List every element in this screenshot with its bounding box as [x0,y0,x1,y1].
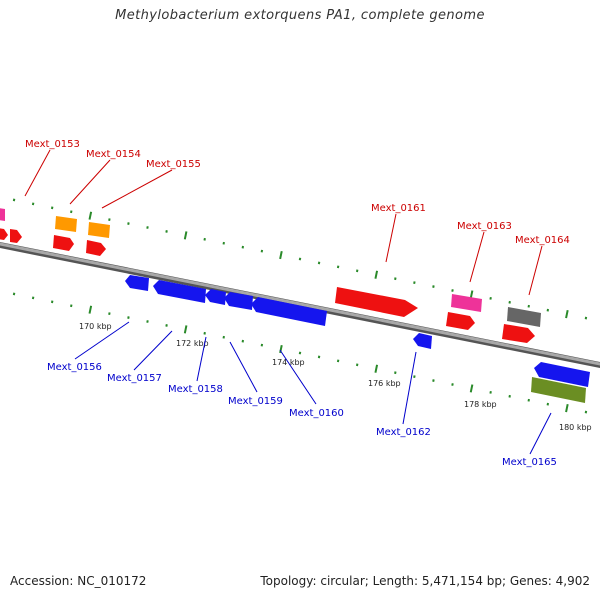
forward-gene-labels: Mext_0153 Mext_0154 Mext_0155 Mext_0161 … [24,139,570,296]
gene-feature-magenta[interactable] [0,208,5,221]
gene-feature-blue[interactable] [413,333,432,349]
gene-label-mext-0160[interactable]: Mext_0160 [289,408,344,419]
gene-feature-blue[interactable] [534,362,590,387]
track-tick-mark [469,384,474,393]
scale-tick-label: 172 kbp [176,339,209,348]
track-tick-mark [565,310,569,319]
gene-label-mext-0156[interactable]: Mext_0156 [47,362,102,373]
gene-feature-red[interactable] [335,287,418,317]
feature-track-guides [12,198,588,414]
gene-label-mext-0158[interactable]: Mext_0158 [168,384,223,395]
track-tick-mark [374,364,379,373]
gene-feature-blue[interactable] [125,275,149,291]
track-tick-mark [183,231,188,240]
gene-label-mext-0162[interactable]: Mext_0162 [376,427,431,438]
gene-feature-red[interactable] [446,312,475,330]
gene-feature-blue[interactable] [224,292,253,310]
gene-label-mext-0153[interactable]: Mext_0153 [25,139,80,150]
scale-tick-label: 178 kbp [464,400,497,409]
track-tick-mark [88,305,93,314]
gene-label-mext-0161[interactable]: Mext_0161 [371,203,426,214]
gene-feature-orange[interactable] [88,222,110,238]
gene-feature-blue[interactable] [251,297,327,326]
gene-label-mext-0157[interactable]: Mext_0157 [107,373,162,384]
scale-tick-label: 180 kbp [559,423,592,432]
gene-feature-magenta[interactable] [451,294,482,312]
accession-label: Accession: NC_010172 [10,574,147,588]
track-tick-mark [279,250,283,260]
gene-label-mext-0165[interactable]: Mext_0165 [502,457,557,468]
reverse-gene-labels: Mext_0156 Mext_0157 Mext_0158 Mext_0159 … [47,321,557,468]
gene-label-mext-0154[interactable]: Mext_0154 [86,149,141,160]
gene-feature-olive[interactable] [531,377,586,403]
gene-feature-red[interactable] [86,240,106,256]
gene-label-mext-0159[interactable]: Mext_0159 [228,396,283,407]
gene-label-mext-0164[interactable]: Mext_0164 [515,235,570,246]
gene-feature-red[interactable] [502,324,535,343]
map-title: Methylobacterium extorquens PA1, complet… [115,8,485,23]
gene-label-mext-0163[interactable]: Mext_0163 [457,221,512,232]
gene-label-mext-0155[interactable]: Mext_0155 [146,159,201,170]
gene-feature-orange[interactable] [55,216,77,232]
gene-feature-gray[interactable] [507,307,541,327]
track-tick-mark [279,344,283,354]
gene-feature-blue[interactable] [153,280,206,303]
forward-strand-features [0,208,541,343]
gene-feature-blue[interactable] [205,289,226,305]
gene-feature-red[interactable] [53,235,74,251]
track-tick-mark [565,404,569,413]
track-tick-mark [374,270,379,279]
gene-feature-red[interactable] [0,228,8,240]
track-tick-mark [183,325,188,334]
gene-feature-red[interactable] [10,229,22,243]
genome-backbone [0,241,600,369]
scale-tick-label: 176 kbp [368,379,401,388]
scale-tick-label: 170 kbp [79,322,112,331]
track-tick-mark [88,211,93,220]
genome-summary-label: Topology: circular; Length: 5,471,154 bp… [260,574,590,588]
track-tick-mark [469,290,474,299]
reverse-strand-features [125,275,590,403]
